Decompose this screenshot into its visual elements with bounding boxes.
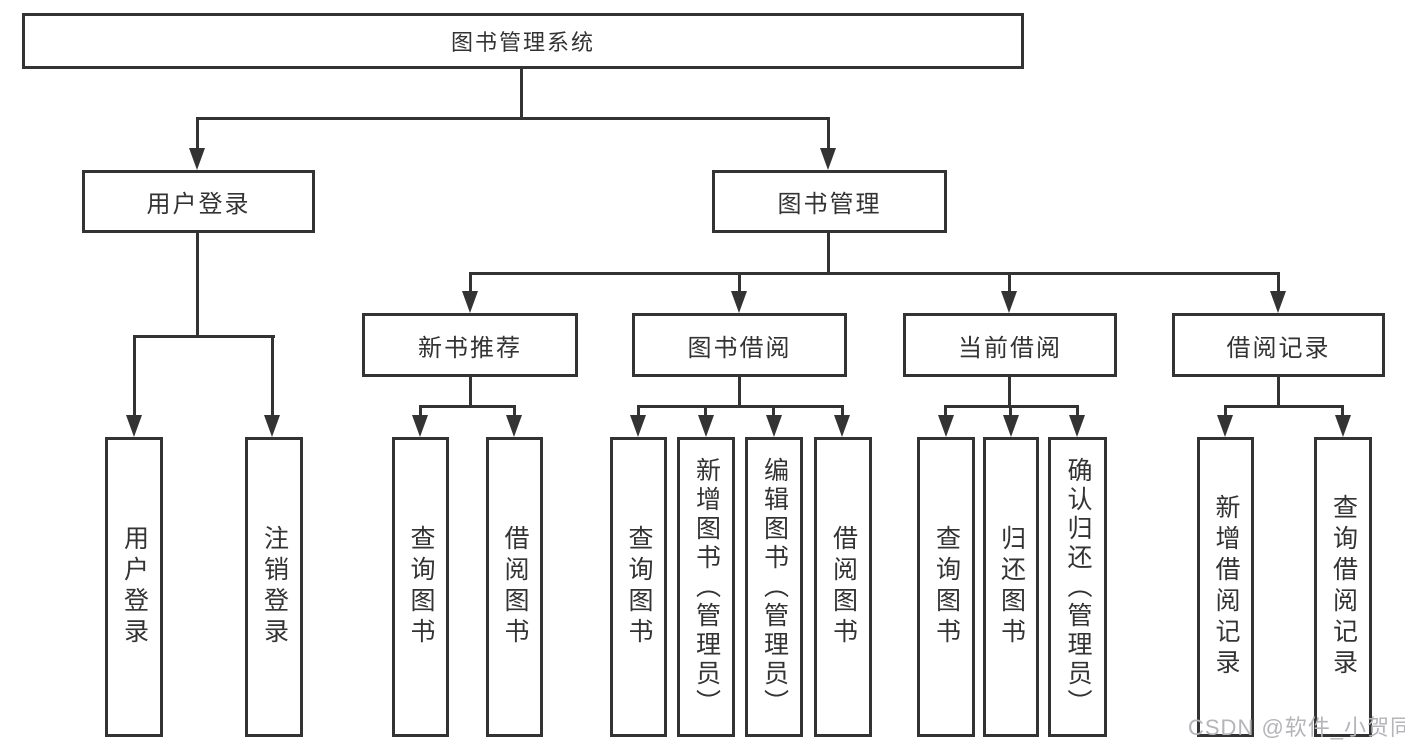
connector-line	[133, 335, 136, 415]
leaf-label: 借阅图书	[829, 525, 858, 649]
connector-arrow	[1001, 291, 1017, 313]
connector-line	[1224, 405, 1227, 415]
leaf-label: 借阅图书	[501, 525, 529, 649]
node-current-borrowing: 当前借阅	[903, 313, 1117, 377]
connector-line	[196, 117, 830, 120]
connector-arrow	[506, 415, 522, 437]
connector-arrow	[698, 415, 714, 437]
connector-arrow	[1217, 415, 1233, 437]
leaf-label: 查询图书	[407, 525, 435, 649]
connector-line	[1277, 377, 1280, 405]
leaf-confirm-return-admin: 确认归还（管理员）	[1048, 437, 1107, 737]
connector-line	[772, 405, 775, 415]
node-label: 借阅记录	[1226, 334, 1331, 362]
connector-line	[944, 405, 947, 415]
leaf-borrow-books-recommend: 借阅图书	[486, 437, 543, 737]
node-new-book-recommendation: 新书推荐	[362, 313, 578, 377]
leaf-logout: 注销登录	[245, 437, 303, 737]
connector-arrow	[834, 415, 850, 437]
node-borrowing-records: 借阅记录	[1172, 313, 1385, 377]
csdn-watermark: CSDN @软件_小贺同学	[1188, 715, 1405, 740]
leaf-label: 查询借阅记录	[1329, 494, 1358, 680]
connector-arrow	[630, 415, 646, 437]
connector-arrow	[126, 415, 142, 437]
node-label: 图书管理	[777, 191, 882, 218]
leaf-query-books-recommend: 查询图书	[392, 437, 449, 737]
connector-line	[827, 233, 830, 272]
connector-arrow	[820, 148, 836, 170]
leaf-label: 确认归还（管理员）	[1064, 456, 1092, 718]
connector-arrow	[462, 291, 478, 313]
node-book-management: 图书管理	[712, 170, 947, 233]
connector-line	[637, 405, 844, 408]
node-label: 图书借阅	[687, 334, 792, 362]
connector-arrow	[1003, 415, 1019, 437]
connector-arrow	[1069, 415, 1085, 437]
leaf-edit-book-admin: 编辑图书（管理员）	[745, 437, 803, 737]
connector-line	[1277, 272, 1280, 291]
connector-line	[738, 272, 741, 291]
connector-line	[419, 405, 422, 415]
connector-line	[196, 233, 199, 335]
node-label: 新书推荐	[418, 334, 522, 362]
leaf-label: 新增借阅记录	[1212, 494, 1240, 680]
leaf-query-borrow-record: 查询借阅记录	[1314, 437, 1372, 737]
node-label: 当前借阅	[958, 334, 1062, 362]
leaf-user-login: 用户登录	[105, 437, 163, 737]
leaf-add-borrow-record: 新增借阅记录	[1197, 437, 1254, 737]
leaf-label: 查询图书	[932, 525, 961, 649]
connector-arrow	[189, 148, 205, 170]
leaf-add-book-admin: 新增图书（管理员）	[677, 437, 735, 737]
connector-line	[513, 405, 516, 415]
connector-arrow	[766, 415, 782, 437]
connector-arrow	[412, 415, 428, 437]
connector-line	[196, 117, 199, 148]
leaf-label: 新增图书（管理员）	[692, 456, 721, 718]
connector-line	[738, 377, 741, 405]
connector-line	[1341, 405, 1344, 415]
connector-arrow	[731, 291, 747, 313]
connector-arrow	[1270, 291, 1286, 313]
node-book-borrowing: 图书借阅	[632, 313, 847, 377]
node-label: 用户登录	[146, 191, 251, 218]
connector-line	[1076, 405, 1079, 415]
connector-line	[841, 405, 844, 415]
node-user-login: 用户登录	[82, 170, 315, 233]
leaf-borrow-books-borrowing: 借阅图书	[814, 437, 872, 737]
connector-line	[469, 272, 472, 291]
leaf-query-books-borrowing: 查询图书	[610, 437, 667, 737]
connector-line	[1224, 405, 1344, 408]
leaf-label: 编辑图书（管理员）	[760, 456, 789, 718]
connector-line	[1008, 377, 1011, 405]
leaf-return-book: 归还图书	[983, 437, 1039, 737]
leaf-query-books-current: 查询图书	[917, 437, 975, 737]
node-label: 图书管理系统	[450, 30, 595, 55]
connector-line	[271, 335, 274, 415]
connector-arrow	[264, 415, 280, 437]
leaf-label: 用户登录	[120, 525, 149, 649]
leaf-label: 查询图书	[625, 525, 653, 649]
connector-arrow	[938, 415, 954, 437]
connector-line	[637, 405, 640, 415]
connector-line	[469, 272, 1280, 275]
leaf-label: 归还图书	[997, 525, 1026, 649]
connector-line	[520, 69, 523, 117]
connector-line	[133, 335, 275, 338]
connector-line	[827, 117, 830, 148]
connector-arrow	[1335, 415, 1351, 437]
leaf-label: 注销登录	[260, 525, 289, 649]
node-library-system: 图书管理系统	[22, 13, 1024, 69]
connector-line	[704, 405, 707, 415]
connector-line	[1009, 405, 1012, 415]
connector-line	[1008, 272, 1011, 291]
connector-line	[419, 405, 516, 408]
connector-line	[469, 377, 472, 405]
